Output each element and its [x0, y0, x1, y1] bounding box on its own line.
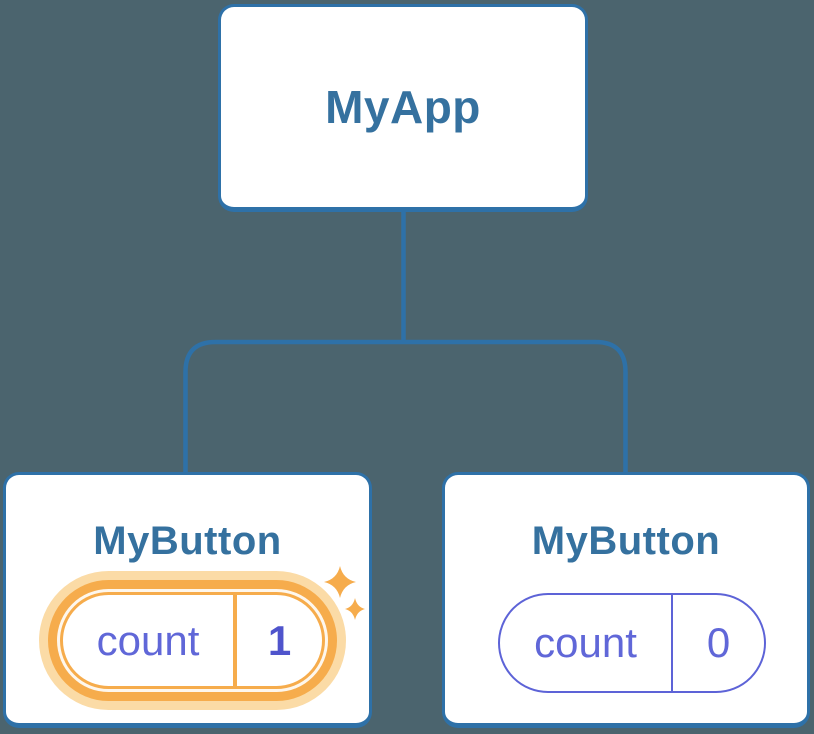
state-pill: count 0 [498, 593, 766, 693]
sparkle-large [324, 566, 356, 598]
component-node-root: MyApp [218, 4, 588, 212]
component-label-root: MyApp [325, 81, 481, 133]
component-label-child: MyButton [93, 519, 282, 563]
state-key-label: count [534, 619, 637, 666]
pill-divider [671, 595, 673, 691]
state-value-label: 0 [706, 619, 731, 666]
pill-divider [233, 595, 237, 686]
component-node-child-plain: MyButton count 0 [442, 472, 810, 728]
state-pill-highlighted: count 1 [60, 592, 325, 689]
sparkle-icon [324, 566, 365, 620]
component-node-child-highlighted: MyButton count 1 [3, 472, 372, 728]
connector-branch [183, 339, 628, 474]
component-label-child: MyButton [531, 519, 721, 563]
state-value-label: 1 [267, 616, 292, 664]
state-key-label: count [96, 616, 200, 664]
sparkle-small [345, 598, 365, 620]
